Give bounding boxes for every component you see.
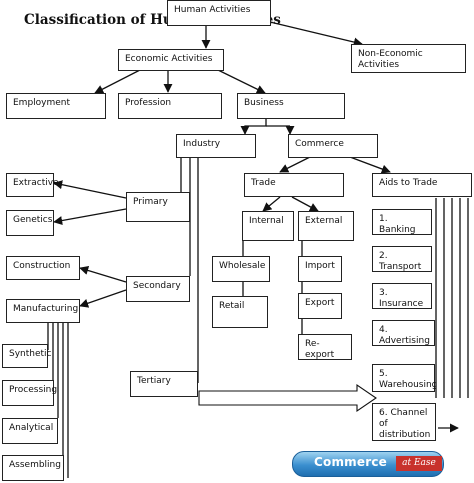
node-non-economic-activities: Non-Economic Activities [351,44,466,73]
node-external: External [298,211,354,241]
node-wholesale: Wholesale [212,256,270,282]
node-secondary: Secondary [126,276,190,302]
node-primary: Primary [126,192,190,222]
node-tertiary: Tertiary [130,371,198,397]
logo-brand: Commerce [314,455,387,469]
node-construction: Construction [6,256,80,280]
node-profession: Profession [118,93,222,119]
node-analytical: Analytical [2,418,58,444]
node-industry: Industry [176,134,256,158]
node-channel-of-distribution: 6. Channel of distribution [372,403,436,441]
node-banking: 1. Banking [372,209,432,235]
node-import: Import [298,256,342,282]
node-trade: Trade [244,173,344,197]
node-synthetic: Synthetic [2,344,52,368]
node-advertising: 4. Advertising [372,320,435,346]
node-aids-to-trade: Aids to Trade [372,173,472,197]
logo-tagline: at Ease [396,456,442,471]
node-employment: Employment [6,93,106,119]
node-manufacturing: Manufacturing [6,299,80,323]
node-extractive: Extractive [6,173,59,197]
node-export: Export [298,293,342,319]
node-commerce: Commerce [288,134,378,158]
node-assembling: Assembling [2,455,64,481]
node-internal: Internal [242,211,294,241]
node-retail: Retail [212,296,268,328]
node-economic-activities: Economic Activities [118,49,224,71]
node-processing: Processing [2,380,57,406]
node-transport: 2. Transport [372,246,432,272]
node-warehousing: 5. Warehousing [372,364,437,392]
commerce-at-ease-logo: Commerce at Ease [292,448,452,478]
node-re-export: Re-export [298,334,352,360]
node-insurance: 3. Insurance [372,283,432,309]
node-genetics: Genetics [6,210,54,236]
node-human-activities: Human Activities [167,0,271,26]
node-business: Business [237,93,345,119]
